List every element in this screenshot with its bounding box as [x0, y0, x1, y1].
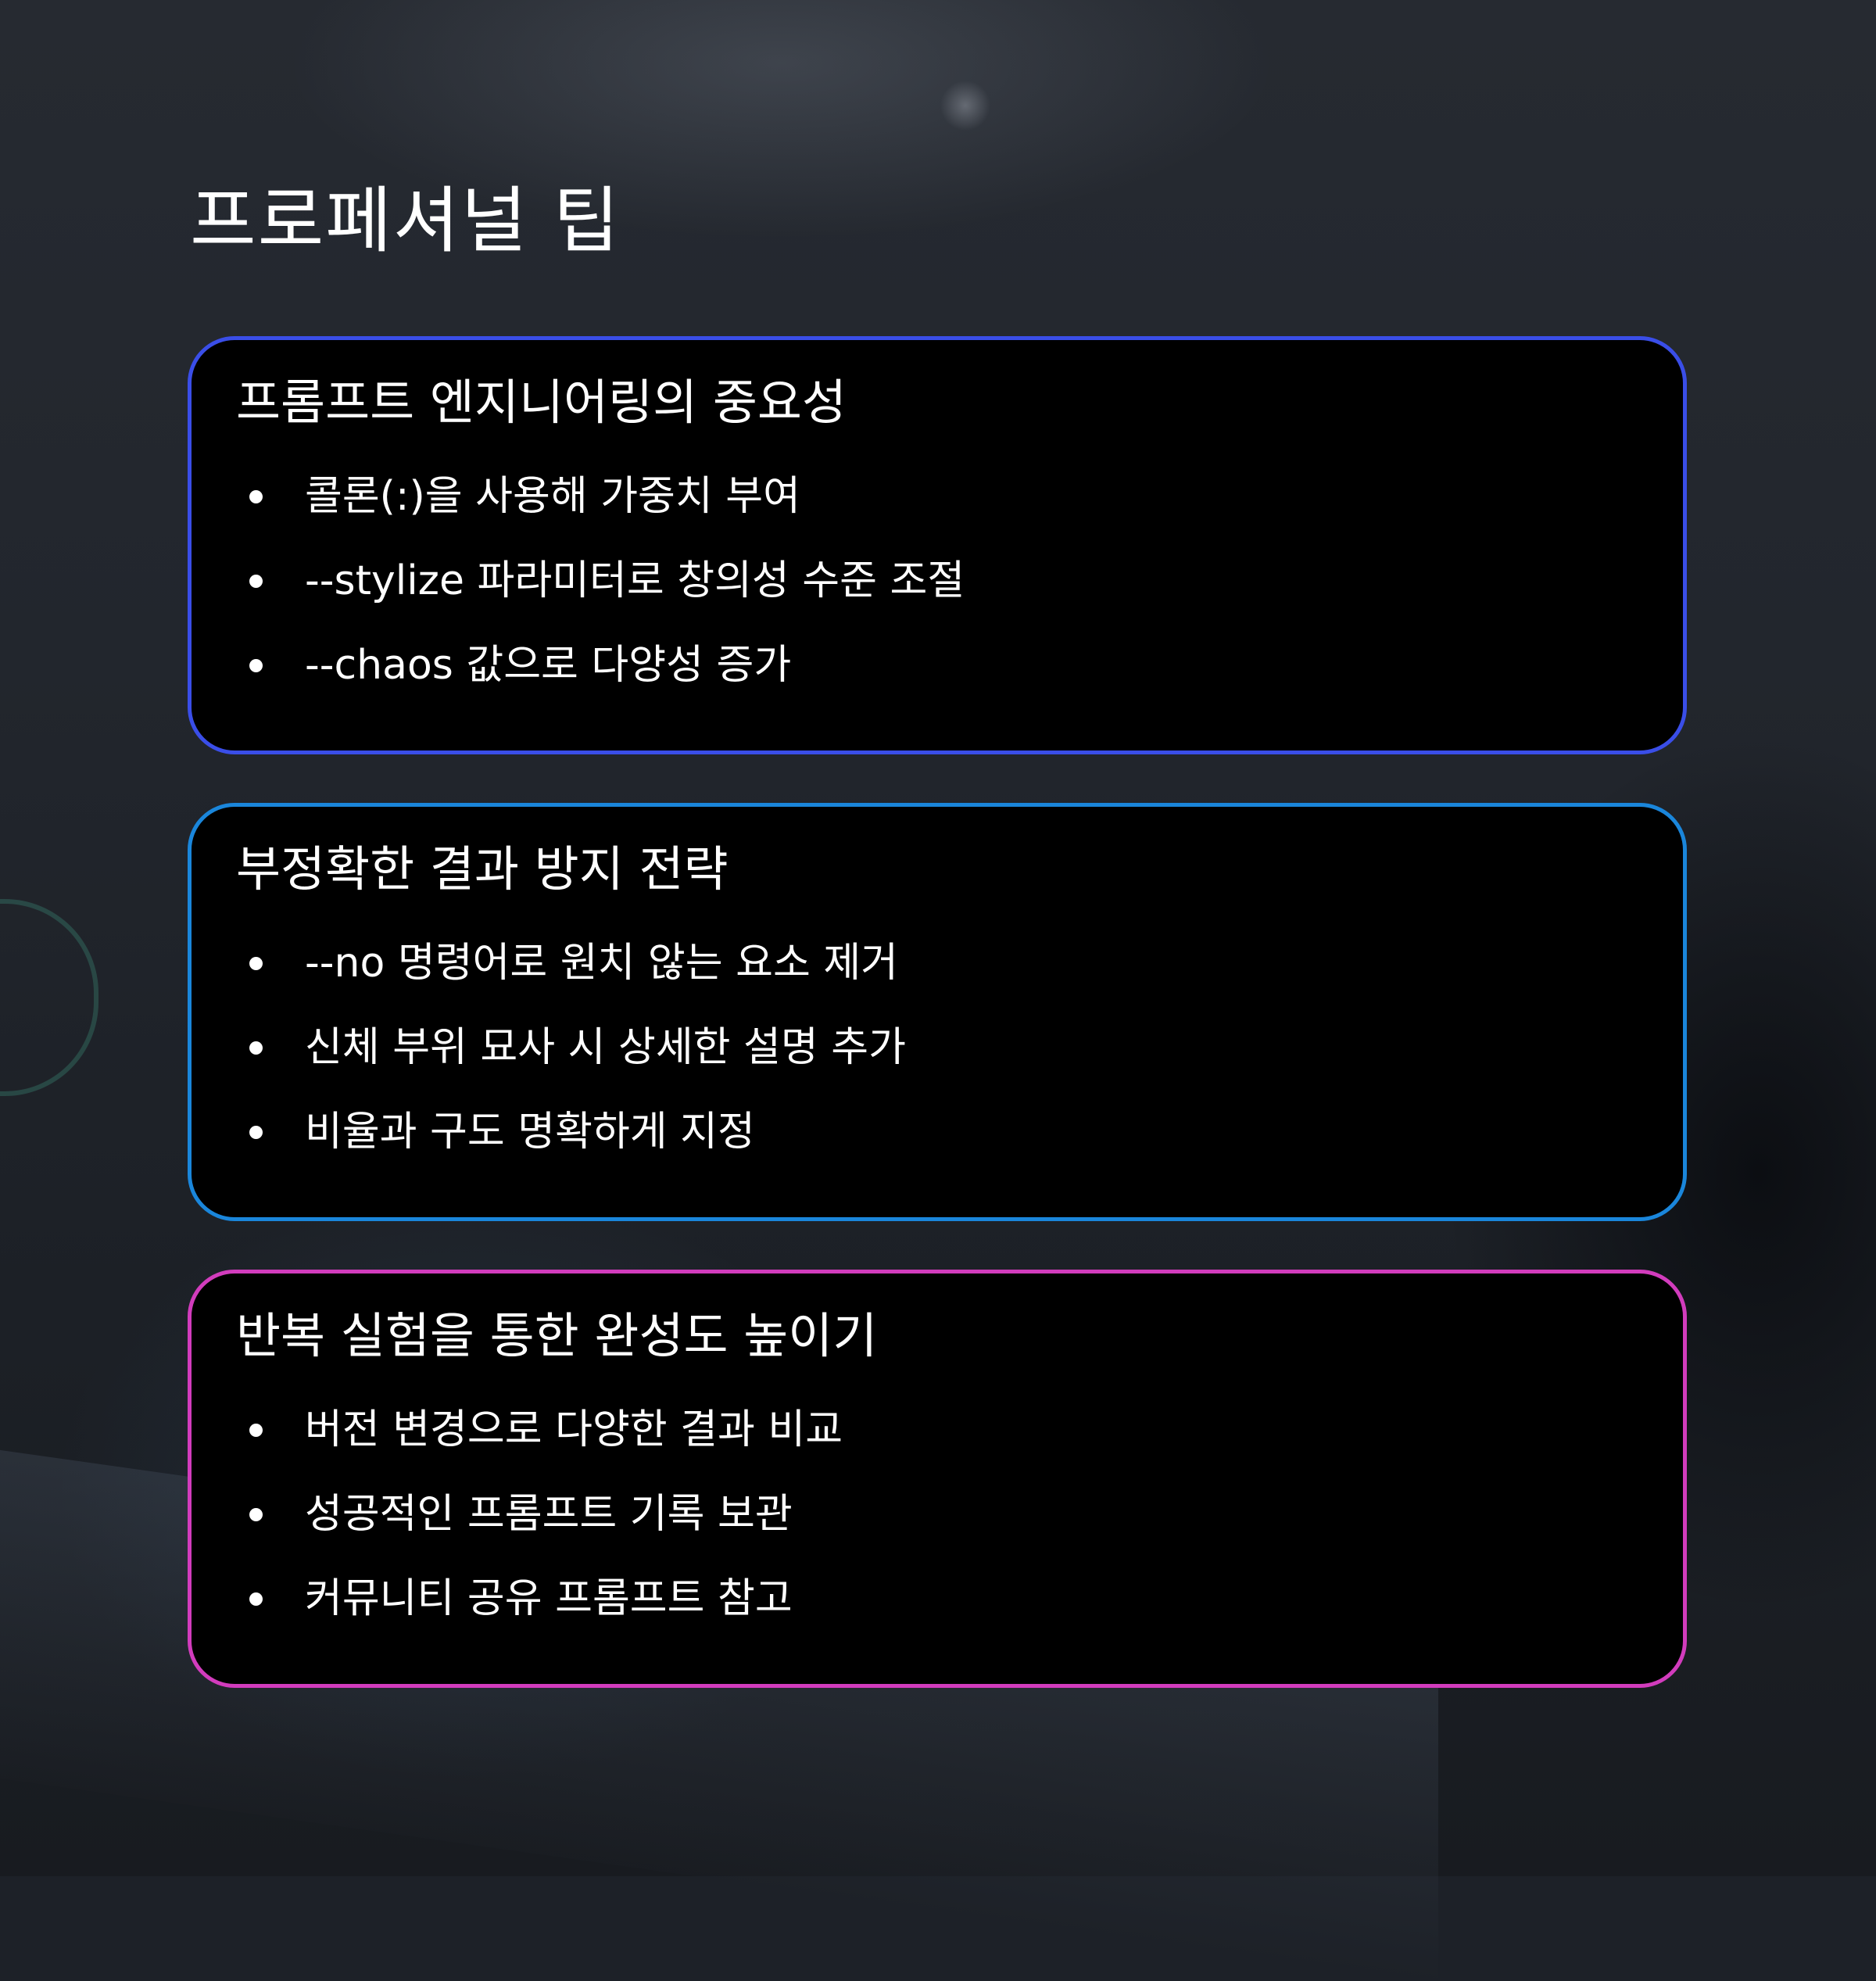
bullet-icon: [249, 1041, 263, 1055]
list-item-text: 성공적인 프롬프트 기록 보관: [305, 1491, 793, 1538]
bullet-icon: [249, 1126, 263, 1139]
tip-card-error-prevention: 부정확한 결과 방지 전략 --no 명령어로 원치 않는 요소 제거 신체 부…: [188, 803, 1687, 1221]
tip-card-iteration: 반복 실험을 통한 완성도 높이기 버전 변경으로 다양한 결과 비교 성공적인…: [188, 1270, 1687, 1688]
list-item-text: 비율과 구도 명확하게 지정: [305, 1109, 755, 1155]
bullet-icon: [249, 490, 263, 503]
bullet-icon: [249, 1592, 263, 1606]
list-item-text: 커뮤니티 공유 프롬프트 참고: [305, 1575, 793, 1622]
list-item-text: 신체 부위 묘사 시 상세한 설명 추가: [305, 1024, 906, 1071]
list-item-text: --no 명령어로 원치 않는 요소 제거: [305, 940, 899, 987]
list-item-text: --stylize 파라미터로 창의성 수준 조절: [305, 557, 965, 604]
tip-card-prompt-engineering: 프롬프트 엔지니어링의 중요성 콜론(:)을 사용해 가중치 부여 --styl…: [188, 336, 1687, 754]
card-heading: 반복 실험을 통한 완성도 높이기: [236, 1307, 878, 1364]
list-item: 성공적인 프롬프트 기록 보관: [236, 1472, 1639, 1556]
list-item: 콜론(:)을 사용해 가중치 부여: [236, 454, 1639, 539]
list-item: 커뮤니티 공유 프롬프트 참고: [236, 1556, 1639, 1641]
list-item: --chaos 값으로 다양성 증가: [236, 623, 1639, 708]
bullet-icon: [249, 957, 263, 970]
list-item-text: 콜론(:)을 사용해 가중치 부여: [305, 473, 800, 520]
card-heading: 부정확한 결과 방지 전략: [236, 840, 729, 897]
list-item: 버전 변경으로 다양한 결과 비교: [236, 1388, 1639, 1472]
bullet-icon: [249, 659, 263, 672]
list-item: 신체 부위 묘사 시 상세한 설명 추가: [236, 1005, 1639, 1090]
card-heading: 프롬프트 엔지니어링의 중요성: [236, 374, 847, 431]
tip-list: 버전 변경으로 다양한 결과 비교 성공적인 프롬프트 기록 보관 커뮤니티 공…: [236, 1388, 1639, 1641]
bullet-icon: [249, 1424, 263, 1437]
background-screen-glow: [0, 899, 98, 1096]
list-item: 비율과 구도 명확하게 지정: [236, 1090, 1639, 1174]
page-title: 프로페셔널 팁: [190, 179, 621, 263]
list-item: --no 명령어로 원치 않는 요소 제거: [236, 921, 1639, 1005]
tip-list: 콜론(:)을 사용해 가중치 부여 --stylize 파라미터로 창의성 수준…: [236, 454, 1639, 708]
bullet-icon: [249, 575, 263, 588]
list-item: --stylize 파라미터로 창의성 수준 조절: [236, 539, 1639, 623]
tip-list: --no 명령어로 원치 않는 요소 제거 신체 부위 묘사 시 상세한 설명 …: [236, 921, 1639, 1174]
list-item-text: 버전 변경으로 다양한 결과 비교: [305, 1406, 843, 1453]
bullet-icon: [249, 1508, 263, 1521]
list-item-text: --chaos 값으로 다양성 증가: [305, 642, 792, 689]
